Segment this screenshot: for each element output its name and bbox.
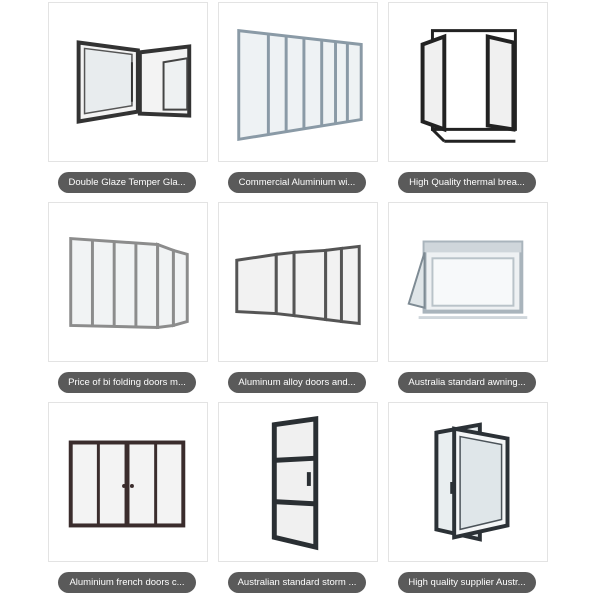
product-thumbnail[interactable] [388, 202, 548, 362]
product-thumbnail[interactable] [48, 2, 208, 162]
product-caption[interactable]: Aluminum alloy doors and... [228, 372, 366, 393]
product-caption[interactable]: Commercial Aluminium wi... [228, 172, 366, 193]
french-door-icon [68, 440, 186, 528]
sliding-window-icon [237, 28, 363, 142]
tilt-turn-window-icon [76, 40, 192, 124]
folding-door-icon [235, 244, 361, 326]
casement-window-icon [434, 422, 510, 542]
awning-window-icon [407, 240, 528, 320]
bifold-door-icon [69, 236, 189, 330]
product-thumbnail[interactable] [218, 202, 378, 362]
product-thumbnail[interactable] [48, 402, 208, 562]
product-caption[interactable]: Australia standard awning... [398, 372, 536, 393]
product-caption[interactable]: Aluminium french doors c... [58, 572, 196, 593]
product-thumbnail[interactable] [48, 202, 208, 362]
product-caption[interactable]: High Quality thermal brea... [398, 172, 536, 193]
product-thumbnail[interactable] [388, 2, 548, 162]
product-caption[interactable]: Double Glaze Temper Gla... [58, 172, 196, 193]
product-thumbnail[interactable] [218, 2, 378, 162]
casement-door-icon [420, 29, 517, 143]
product-thumbnail[interactable] [388, 402, 548, 562]
product-thumbnail[interactable] [218, 402, 378, 562]
product-caption[interactable]: Australian standard storm ... [228, 572, 366, 593]
product-caption[interactable]: High quality supplier Austr... [398, 572, 536, 593]
storm-door-icon [271, 415, 319, 551]
product-caption[interactable]: Price of bi folding doors m... [58, 372, 196, 393]
